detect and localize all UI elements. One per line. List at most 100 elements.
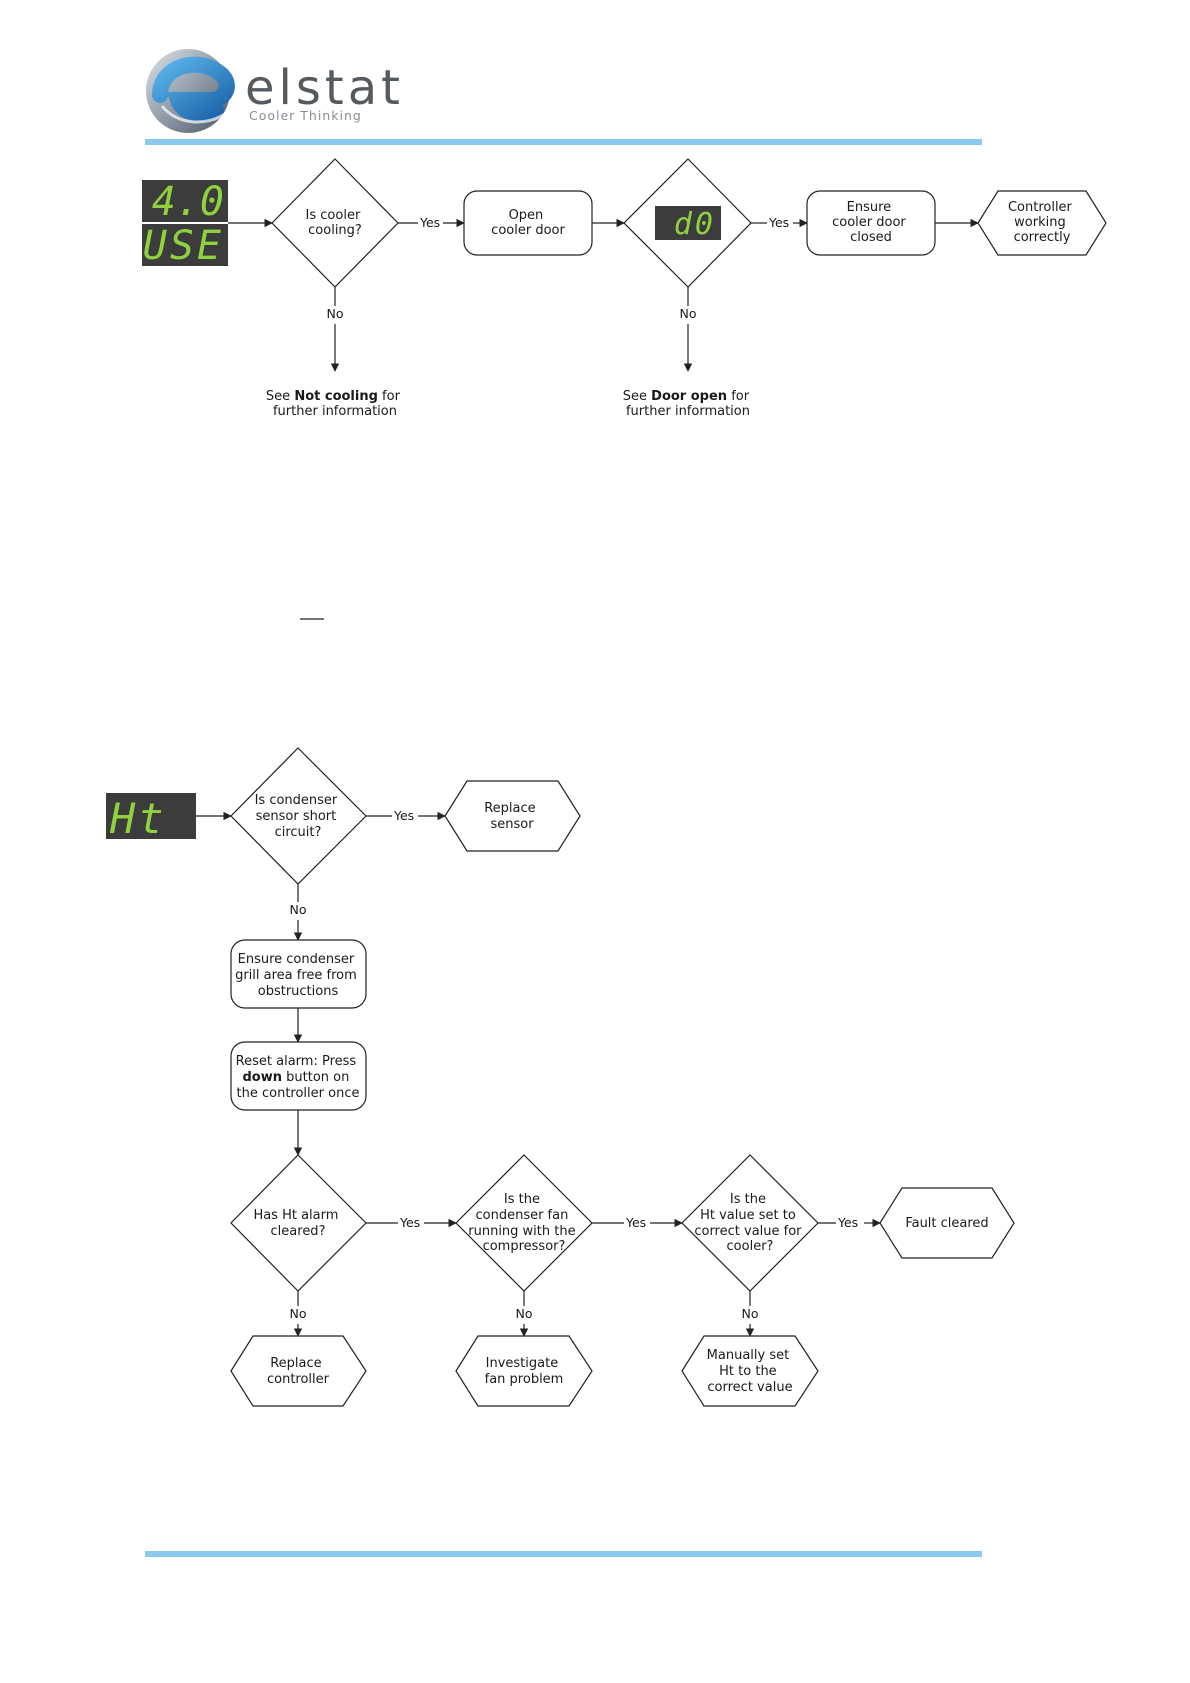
- fault-cleared-line: Fault cleared: [905, 1216, 988, 1231]
- lcd-ht-code: Ht: [109, 794, 167, 843]
- header-rule: [145, 139, 982, 145]
- manual-set-line: Manually set: [707, 1348, 790, 1363]
- edge-label-no: No: [516, 1306, 533, 1321]
- svg-text:Replace sensor: Replace sensor: [484, 801, 540, 832]
- note-not-cooling: See Not cooling for further information: [266, 389, 404, 419]
- replace-controller-line: Replace: [270, 1356, 321, 1371]
- process-ensure-door-closed: Ensure cooler door closed: [806, 190, 936, 256]
- svg-text:Reset alarm: Press dow: Reset alarm: Press down button on the co…: [236, 1054, 361, 1101]
- edge-label-yes: Yes: [837, 1215, 858, 1230]
- svg-text:Is the Ht value set t: Is the Ht value set to correct value for…: [694, 1192, 805, 1254]
- q-ht-line: Is the: [730, 1192, 766, 1207]
- svg-text:Replace controller: Replace controller: [267, 1356, 330, 1387]
- ensure-closed-line: Ensure: [847, 200, 892, 215]
- q-ht-line: Ht value set to: [700, 1208, 796, 1223]
- q-fan-line: running with the: [468, 1224, 575, 1239]
- open-door-line: cooler door: [491, 223, 565, 238]
- flowchart-use-alarm: 4.0 USE Yes Yes No No Is cooler cooling?: [142, 158, 1107, 419]
- edge-label-no: No: [327, 306, 344, 321]
- svg-text:Ensure cooler door: Ensure cooler door closed: [832, 200, 910, 245]
- footer-rule: [145, 1551, 982, 1557]
- replace-controller-line: controller: [267, 1372, 330, 1387]
- decision-ht-value-correct: Is the Ht value set to correct value for…: [681, 1154, 819, 1292]
- svg-text:Investigate fan proble: Investigate fan problem: [485, 1356, 564, 1387]
- replace-sensor-line: sensor: [490, 817, 534, 832]
- grill-line: grill area free from: [235, 968, 357, 983]
- lcd-display-use: 4.0 USE: [142, 179, 228, 269]
- working-line: Controller: [1008, 200, 1073, 215]
- elstat-logo-icon: [146, 49, 235, 133]
- terminal-investigate-fan: Investigate fan problem: [455, 1335, 593, 1407]
- lcd-use-code: USE: [143, 223, 224, 269]
- edge-label-no: No: [290, 1306, 307, 1321]
- working-line: working: [1014, 215, 1066, 230]
- q-fan-line: Is the: [504, 1192, 540, 1207]
- reset-line: the controller once: [237, 1086, 360, 1101]
- reset-line: Reset alarm: Press: [236, 1054, 357, 1069]
- decision-condenser-fan-running: Is the condenser fan running with the co…: [455, 1154, 593, 1292]
- q-ht-line: correct value for: [694, 1224, 802, 1239]
- svg-text:Open cooler door: Open cooler door: [491, 208, 565, 238]
- brand-name: elstat: [245, 60, 404, 116]
- q-cleared-line: cleared?: [271, 1224, 326, 1239]
- flowchart-ht-alarm: Ht Yes No Yes Yes Yes No No No: [106, 747, 1015, 1407]
- ensure-closed-line: closed: [850, 230, 892, 245]
- replace-sensor-line: Replace: [484, 801, 535, 816]
- manual-set-line: correct value: [707, 1380, 792, 1395]
- q-ht-line: cooler?: [727, 1239, 774, 1254]
- terminal-replace-controller: Replace controller: [230, 1335, 367, 1407]
- edge-label-yes: Yes: [393, 808, 414, 823]
- process-open-cooler-door: Open cooler door: [463, 190, 593, 256]
- q-fan-line: compressor?: [483, 1239, 566, 1254]
- working-line: correctly: [1014, 230, 1071, 245]
- edge-label-yes: Yes: [768, 215, 789, 230]
- open-door-line: Open: [509, 208, 544, 223]
- edge-label-no: No: [680, 306, 697, 321]
- lcd-display-door: [655, 206, 721, 240]
- edge-label-yes: Yes: [419, 215, 440, 230]
- terminal-replace-sensor: Replace sensor: [444, 780, 581, 852]
- ensure-closed-line: cooler door: [832, 215, 906, 230]
- edge-label-no: No: [290, 902, 307, 917]
- q-short-line: Is condenser: [255, 793, 338, 808]
- header: elstat Cooler Thinking: [145, 49, 982, 145]
- terminal-fault-cleared: Fault cleared: [879, 1187, 1015, 1259]
- grill-line: obstructions: [258, 984, 339, 999]
- lcd-temp-value: 4.0: [152, 179, 224, 225]
- q-cooling-line: cooling?: [308, 223, 362, 238]
- terminal-manually-set-ht: Manually set Ht to the correct value: [681, 1335, 819, 1407]
- svg-text:Is cooler cooling?: Is cooler cooling?: [306, 208, 365, 238]
- q-cleared-line: Has Ht alarm: [253, 1208, 338, 1223]
- svg-text:Controller working: Controller working correctly: [1008, 200, 1076, 245]
- lcd-display-ht: Ht: [106, 793, 196, 843]
- svg-text:Is the condenser fan: Is the condenser fan running with the co…: [468, 1192, 580, 1254]
- process-ensure-grill-clear: Ensure condenser grill area free from ob…: [230, 939, 367, 1009]
- investigate-fan-line: fan problem: [485, 1372, 564, 1387]
- edge-label-no: No: [742, 1306, 759, 1321]
- reset-bold-word: down: [243, 1070, 283, 1085]
- q-fan-line: condenser fan: [475, 1208, 568, 1223]
- decision-door-display: d0: [623, 158, 752, 288]
- manual-set-line: Ht to the: [719, 1364, 777, 1379]
- decision-ht-alarm-cleared: Has Ht alarm cleared?: [230, 1154, 367, 1292]
- terminal-controller-working: Controller working correctly: [977, 190, 1107, 256]
- edge-label-yes: Yes: [399, 1215, 420, 1230]
- edge-label-yes: Yes: [625, 1215, 646, 1230]
- svg-text:Has Ht alarm cleared?: Has Ht alarm cleared?: [253, 1208, 342, 1239]
- q-short-line: circuit?: [275, 825, 322, 840]
- lcd-door-code: d0: [674, 207, 716, 242]
- grill-line: Ensure condenser: [238, 952, 355, 967]
- svg-text:Fault cleared: Fault cleared: [905, 1216, 988, 1231]
- decision-sensor-short-circuit: Is condenser sensor short circuit?: [230, 747, 367, 885]
- svg-text:Manually set Ht to the: Manually set Ht to the correct value: [707, 1348, 794, 1395]
- investigate-fan-line: Investigate: [486, 1356, 559, 1371]
- process-reset-alarm: Reset alarm: Press down button on the co…: [230, 1041, 367, 1111]
- q-cooling-line: Is cooler: [306, 208, 361, 223]
- q-short-line: sensor short: [256, 809, 337, 824]
- brand-tagline: Cooler Thinking: [249, 108, 362, 123]
- decision-is-cooler-cooling: Is cooler cooling?: [271, 158, 399, 288]
- svg-text:Is condenser sensor sh: Is condenser sensor short circuit?: [255, 793, 342, 840]
- svg-text:Ensure condenser grill: Ensure condenser grill area free from ob…: [235, 952, 361, 999]
- note-door-open: See Door open for further information: [623, 389, 753, 419]
